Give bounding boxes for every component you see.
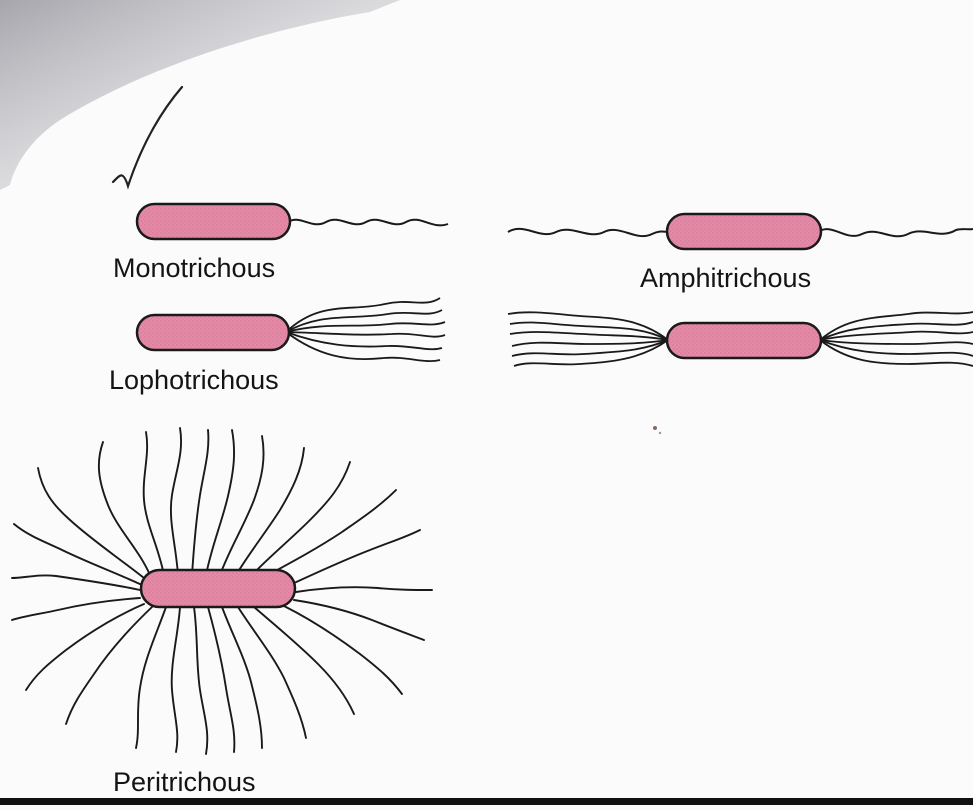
monotrichous-cell <box>137 204 290 239</box>
amphitrichous-tuft-right <box>820 312 973 366</box>
lophotrichous-cell <box>137 315 289 350</box>
bottom-edge-bar <box>0 798 973 805</box>
lophotrichous-bacterium <box>137 298 445 361</box>
peritrichous-bacterium <box>12 428 432 754</box>
amphitrichous-tuft-left <box>508 312 668 366</box>
speck <box>653 426 657 430</box>
amphitrichous-tufted-cell <box>667 323 821 358</box>
amphitrichous-tufted-bacterium <box>508 312 973 366</box>
label-peritrichous: Peritrichous <box>113 769 256 796</box>
monotrichous-bacterium <box>137 204 448 239</box>
amphitrichous-flagellum-left <box>508 229 670 236</box>
label-monotrichous: Monotrichous <box>113 255 275 282</box>
speck <box>659 432 661 434</box>
amphitrichous-bacterium <box>508 214 973 249</box>
lophotrichous-flagella-tuft <box>286 298 445 361</box>
label-amphitrichous: Amphitrichous <box>640 265 811 292</box>
monotrichous-flagellum <box>288 220 448 226</box>
checkmark-icon <box>113 87 182 186</box>
amphitrichous-flagellum-right <box>818 229 973 236</box>
amphitrichous-cell <box>667 214 821 249</box>
peritrichous-cell <box>141 570 295 607</box>
label-lophotrichous: Lophotrichous <box>109 367 279 394</box>
page-shadow <box>0 0 400 190</box>
